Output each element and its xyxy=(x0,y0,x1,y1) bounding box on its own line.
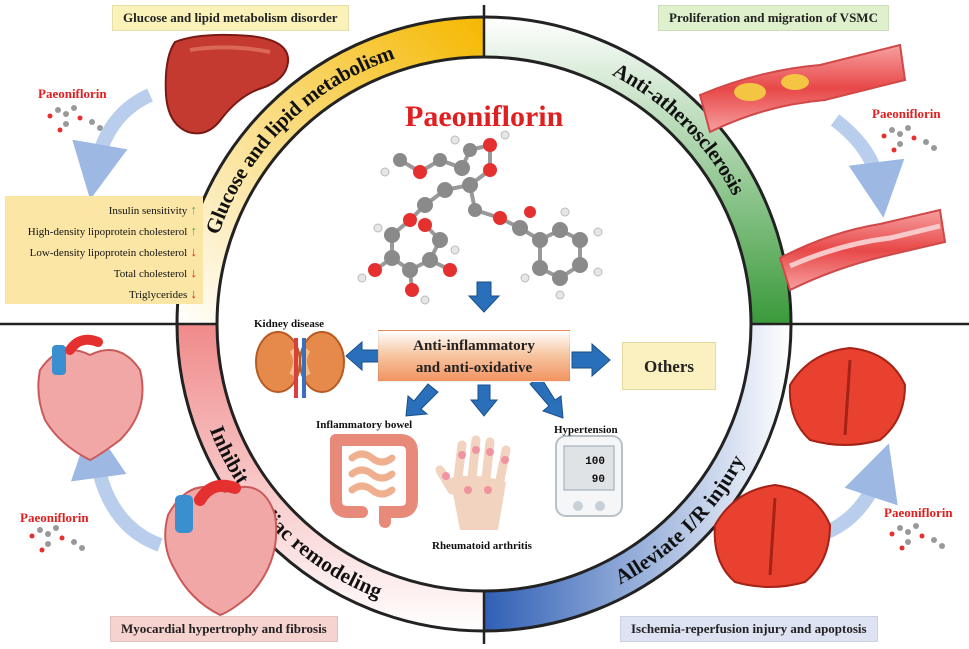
ring-segment-blue xyxy=(484,324,791,631)
bp-diastolic-value: 90 xyxy=(592,474,605,486)
lipid-effect-label: Total cholesterol xyxy=(113,268,188,280)
arrow-up-icon: ↑ xyxy=(187,223,198,238)
lipid-effect-label: Triglycerides xyxy=(128,289,188,301)
curved-arrow-tr xyxy=(830,114,905,218)
label-rheumatoid-arthritis: Rheumatoid arthritis xyxy=(432,540,532,552)
box-ischemia-reperfusion: Ischemia-reperfusion injury and apoptosi… xyxy=(620,616,878,642)
anti-inflammatory-box: Anti-inflammatory and anti-oxidative xyxy=(378,330,570,382)
molecule-small-icon-br xyxy=(889,523,945,551)
vessel-plaque-icon xyxy=(698,43,907,134)
label-kidney-disease: Kidney disease xyxy=(254,318,324,330)
vessel-clear-icon xyxy=(778,208,947,292)
down-arrow-center-icon xyxy=(469,384,499,417)
lipid-effect-row: High-density lipoprotein cholesterol ↑ xyxy=(5,221,203,242)
ring-segment-pink xyxy=(177,324,484,631)
blood-pressure-monitor-icon: 100 90 xyxy=(555,435,623,517)
lipid-effect-label: High-density lipoprotein cholesterol xyxy=(27,226,188,238)
anti-inflammatory-line1: Anti-inflammatory xyxy=(413,338,535,354)
molecule-small-icon-bl xyxy=(29,525,85,553)
heart-section-icon-top xyxy=(788,346,907,446)
bp-systolic-value: 100 xyxy=(585,456,605,468)
lipid-effect-row: Low-density lipoprotein cholesterol ↓ xyxy=(5,242,203,263)
heart-section-icon-bottom xyxy=(713,483,832,588)
intestine-icon xyxy=(330,434,418,528)
down-arrow-icon xyxy=(467,281,501,313)
ring-segment-green xyxy=(484,17,791,324)
paeoniflorin-molecule xyxy=(357,130,603,305)
kidney-icon xyxy=(255,331,345,398)
heart-icon-small xyxy=(37,334,144,462)
down-left-arrow-icon xyxy=(405,383,439,417)
curved-arrow-tl xyxy=(72,88,154,200)
left-arrow-icon xyxy=(345,340,381,372)
arrow-down-icon: ↓ xyxy=(187,286,198,301)
box-myocardial-hypertrophy: Myocardial hypertrophy and fibrosis xyxy=(110,616,338,642)
lipid-effects-panel: Insulin sensitivity ↑High-density lipopr… xyxy=(5,196,203,304)
liver-icon xyxy=(164,33,290,135)
molecule-small-icon-tl xyxy=(47,105,103,133)
molecule-small-icon-tr xyxy=(881,125,937,153)
heart-icon-large xyxy=(164,479,278,617)
paeoniflorin-label-tr: Paeoniflorin xyxy=(872,106,941,121)
lipid-effect-label: Insulin sensitivity xyxy=(108,205,188,217)
arrow-down-icon: ↓ xyxy=(187,265,198,280)
arrow-down-icon: ↓ xyxy=(187,244,198,259)
label-inflammatory-bowel: Inflammatory bowel xyxy=(316,419,413,431)
curved-arrow-bl xyxy=(70,422,163,552)
anti-inflammatory-line2: and anti-oxidative xyxy=(415,360,533,376)
hand-joints-icon xyxy=(435,435,511,530)
others-box: Others xyxy=(622,342,716,390)
box-glucose-lipid-disorder: Glucose and lipid metabolism disorder xyxy=(112,5,349,31)
box-vsmc-proliferation: Proliferation and migration of VSMC xyxy=(658,5,889,31)
right-arrow-icon xyxy=(571,342,611,378)
lipid-effect-row: Triglycerides ↓ xyxy=(5,284,203,305)
lipid-effect-label: Low-density lipoprotein cholesterol xyxy=(29,247,188,259)
lipid-effect-row: Insulin sensitivity ↑ xyxy=(5,200,203,221)
paeoniflorin-label-bl: Paeoniflorin xyxy=(20,510,89,525)
ring-segment-yellow xyxy=(177,17,484,324)
main-title: Paeoniflorin xyxy=(405,100,564,133)
label-hypertension: Hypertension xyxy=(554,424,618,436)
paeoniflorin-label-br: Paeoniflorin xyxy=(884,505,953,520)
lipid-effect-row: Total cholesterol ↓ xyxy=(5,263,203,284)
paeoniflorin-label-tl: Paeoniflorin xyxy=(38,86,107,101)
arrow-up-icon: ↑ xyxy=(187,202,198,217)
